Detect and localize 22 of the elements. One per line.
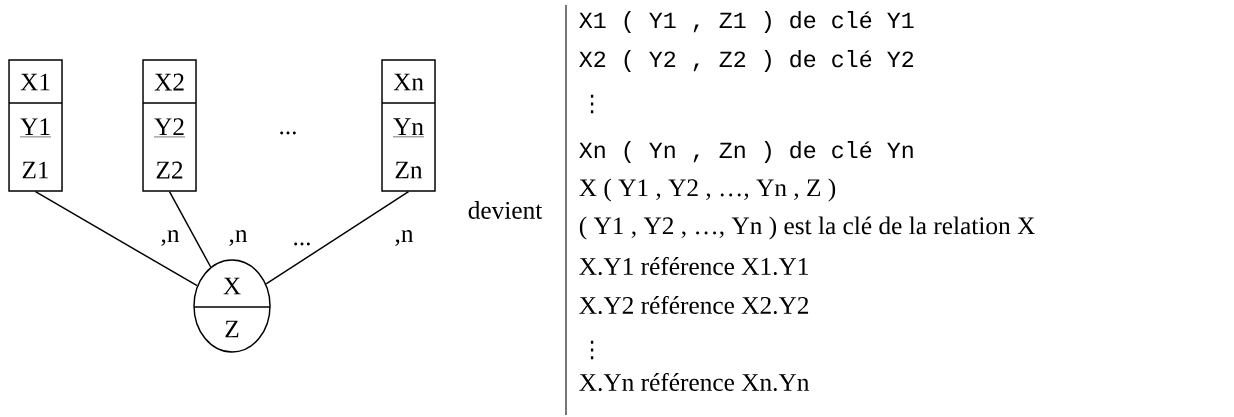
connector-line bbox=[265, 191, 410, 285]
connector-line bbox=[34, 191, 198, 287]
entity-box: X1 Y1 Z1 bbox=[8, 59, 63, 192]
vertical-ellipsis: ⋮ bbox=[590, 340, 594, 360]
text-line: X.Y1 référence X1.Y1 bbox=[579, 256, 808, 276]
code-line: X1 ( Y1 , Z1 ) de clé Y1 bbox=[579, 11, 914, 33]
code-line: Xn ( Yn , Zn ) de clé Yn bbox=[579, 141, 913, 163]
cardinality-label: ,n bbox=[229, 230, 248, 246]
cardinality-label: ,n bbox=[395, 230, 414, 246]
entity-box: Xn Yn Zn bbox=[381, 59, 436, 192]
text-line: ( Y1 , Y2 , …, Yn ) est la clé de la relation X bbox=[579, 216, 1035, 240]
ellipsis: ... bbox=[294, 242, 310, 246]
code-line: X2 ( Y2 , Z2 ) de clé Y2 bbox=[579, 50, 914, 72]
ellipsis: ... bbox=[280, 131, 296, 135]
text-line: X.Y2 référence X2.Y2 bbox=[579, 295, 809, 315]
vertical-ellipsis: ⋮ bbox=[590, 94, 594, 114]
transform-label: devient bbox=[468, 201, 543, 219]
cardinality-label: ,n bbox=[161, 230, 180, 246]
text-line: X ( Y1 , Y2 , …, Yn , Z ) bbox=[579, 178, 836, 202]
text-line: X.Yn référence Xn.Yn bbox=[579, 372, 810, 392]
entity-box: X2 Y2 Z2 bbox=[142, 59, 197, 192]
connector-line bbox=[168, 191, 212, 268]
